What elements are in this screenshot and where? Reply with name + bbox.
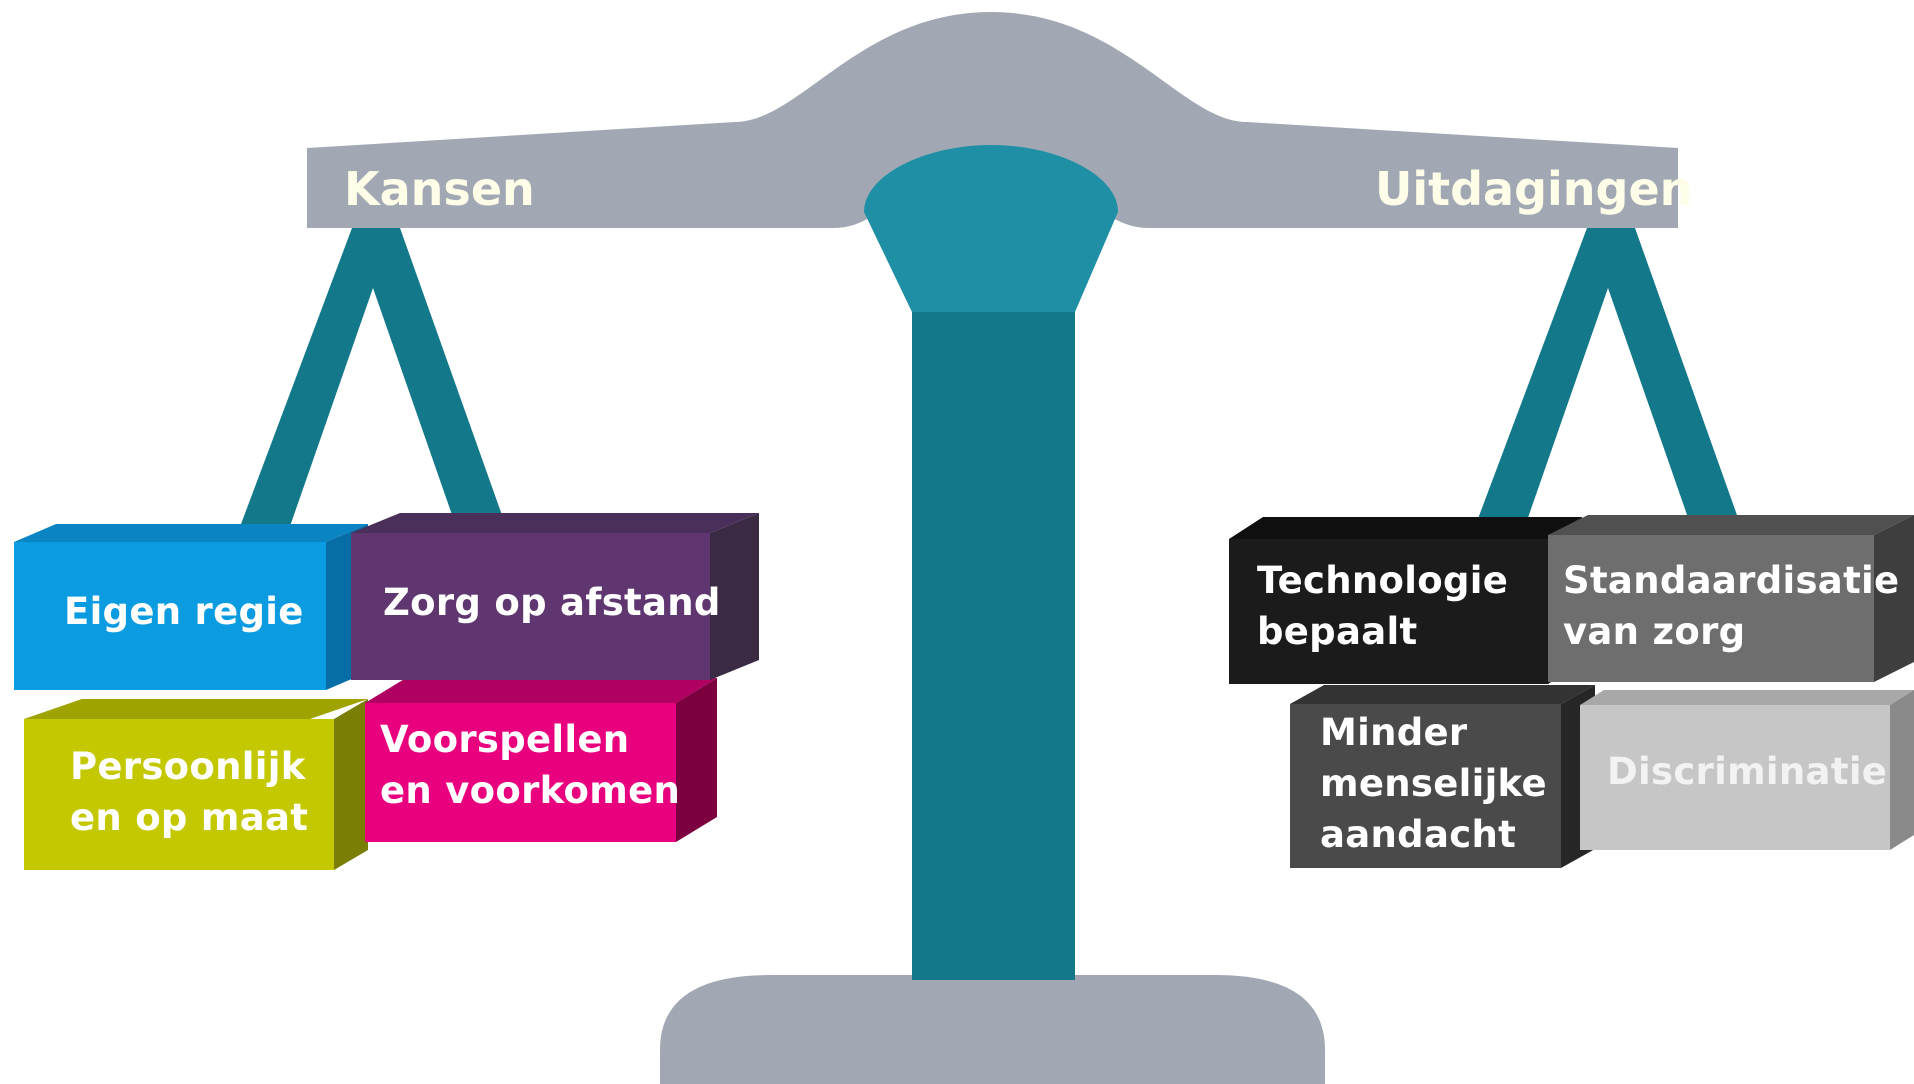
label-discriminatie: Discriminatie (1607, 750, 1888, 793)
left-hanger (238, 228, 508, 532)
uitdagingen-label: Uitdagingen (1375, 162, 1693, 216)
label-eigen-regie: Eigen regie (64, 590, 304, 633)
label-zorg-op-afstand: Zorg op afstand (383, 581, 721, 624)
block-voorspellen (365, 678, 717, 842)
block-top (24, 699, 368, 719)
block-persoonlijk (24, 699, 368, 870)
block-top (1548, 515, 1914, 535)
block-front (1548, 535, 1874, 682)
block-standaardisatie (1548, 515, 1914, 682)
scale-pillar (912, 308, 1075, 980)
block-discriminatie (1580, 690, 1914, 850)
block-top (1580, 690, 1914, 705)
block-top (365, 678, 717, 703)
block-side (676, 678, 717, 842)
block-front (351, 533, 710, 680)
block-top (1290, 685, 1595, 704)
block-front (1290, 704, 1561, 868)
block-top (351, 513, 759, 533)
block-side (334, 699, 368, 870)
block-top (1229, 517, 1582, 539)
block-front (14, 542, 326, 690)
block-top (14, 524, 368, 542)
block-zorg-op-afstand (351, 513, 759, 680)
block-side (710, 513, 759, 680)
scale-pillar-head (864, 145, 1118, 312)
right-hanger (1473, 228, 1743, 532)
block-front (365, 703, 676, 842)
kansen-label: Kansen (344, 162, 535, 216)
scale-base (660, 975, 1325, 1084)
scale-beam (307, 12, 1678, 228)
block-side (1874, 515, 1914, 682)
block-side (1890, 690, 1914, 850)
block-front (1580, 705, 1890, 850)
block-front (24, 719, 334, 870)
block-front (1229, 539, 1548, 684)
